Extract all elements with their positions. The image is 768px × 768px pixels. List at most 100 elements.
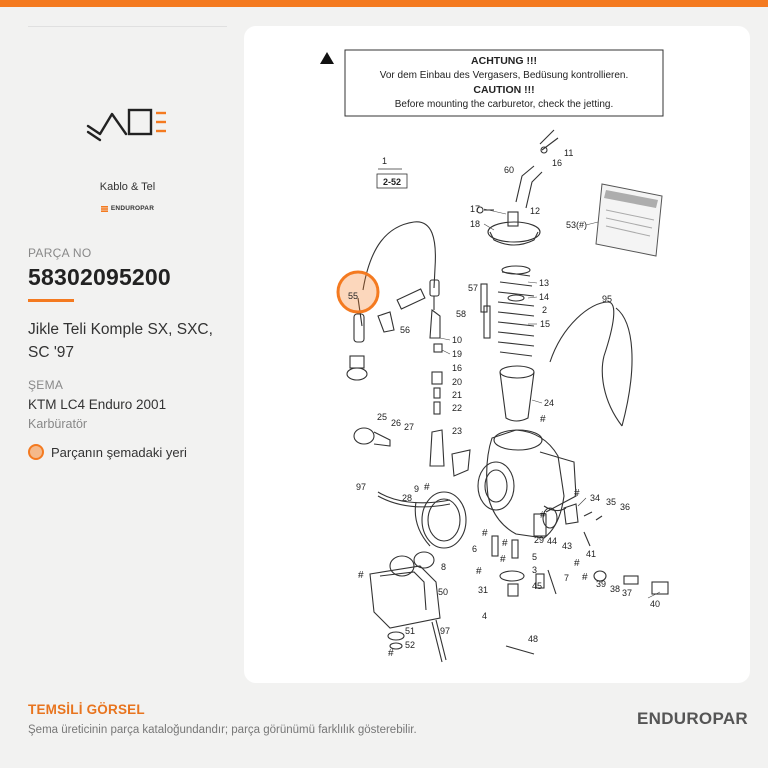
footer-note: Şema üreticinin parça kataloğundandır; p… — [28, 724, 417, 736]
callout: 37 — [622, 588, 632, 598]
highlight-marker-icon — [28, 444, 44, 460]
callout: 8 — [441, 562, 446, 572]
callout: 58 — [456, 309, 466, 319]
warning-en-text: Before mounting the carburetor, check th… — [395, 99, 613, 110]
callout: 36 — [620, 502, 630, 512]
footer-title: TEMSİLİ GÖRSEL — [28, 702, 145, 717]
callout-hash: # — [358, 570, 364, 581]
callout: 6 — [472, 544, 477, 554]
callout: 15 — [540, 319, 550, 329]
callout: 27 — [404, 422, 414, 432]
callout: 29 — [534, 535, 544, 545]
callout: 4 — [482, 611, 487, 621]
callout: 57 — [468, 283, 478, 293]
callout: 51 — [405, 626, 415, 636]
callout: 34 — [590, 493, 600, 503]
jetting-kit-card — [595, 183, 663, 257]
footer-brand: ENDUROPAR — [636, 709, 748, 728]
callout: 40 — [650, 599, 660, 609]
brand-sub-text: ENDUROPAR — [110, 205, 155, 212]
callout: 5 — [532, 552, 537, 562]
callout: 21 — [452, 390, 462, 400]
schema-label: ŞEMA — [28, 378, 64, 392]
warning-triangle-icon — [320, 52, 334, 64]
callout-hash: # — [574, 558, 580, 569]
callout: 18 — [470, 219, 480, 229]
callout: 56 — [400, 325, 410, 335]
callout-hash: # — [540, 510, 546, 521]
callout: 35 — [606, 497, 616, 507]
highlighted-part-label: 55 — [348, 291, 358, 301]
enduropar-mark-icon — [100, 205, 108, 212]
callout: 17 — [470, 204, 480, 214]
legend-text: Parçanın şemadaki yeri — [51, 444, 187, 460]
brand-sub-logo: ENDUROPAR — [28, 205, 227, 212]
carburetor-exploded-diagram: ACHTUNG !!! Vor dem Einbau des Vergasers… — [320, 49, 669, 663]
legend: Parçanın şemadaki yeri — [28, 444, 187, 460]
callout: 44 — [547, 536, 557, 546]
callout: 2 — [542, 305, 547, 315]
warning-de-text: Vor dem Einbau des Vergasers, Bedüsung k… — [380, 70, 629, 81]
callout: 43 — [562, 541, 572, 551]
top-accent-bar — [0, 0, 768, 7]
sidebar-divider — [28, 26, 227, 27]
callout: 39 — [596, 579, 606, 589]
callout-hash: # — [476, 566, 482, 577]
diagram-panel: ACHTUNG !!! Vor dem Einbau des Vergasers… — [244, 26, 750, 683]
part-number: 58302095200 — [28, 264, 171, 290]
warning-de-title: ACHTUNG !!! — [471, 55, 537, 67]
brand-category-name: Kablo & Tel — [99, 181, 156, 193]
schema-group: Karbüratör — [28, 417, 88, 431]
callout: 97 — [440, 626, 450, 636]
callout-hash: # — [582, 572, 588, 583]
callout: 53(#) — [566, 220, 587, 230]
cable-logo-icon — [86, 108, 166, 142]
callout: 10 — [452, 335, 462, 345]
callout: 14 — [539, 292, 549, 302]
assembly-ref-number: 1 — [382, 156, 387, 166]
callout-hash: # — [388, 648, 394, 659]
callout: 25 — [377, 412, 387, 422]
callout: 97 — [356, 482, 366, 492]
highlighted-part-marker: 55 — [336, 270, 380, 314]
callout: 52 — [405, 640, 415, 650]
callout: 20 — [452, 377, 462, 387]
callout: 48 — [528, 634, 538, 644]
callout: 60 — [504, 165, 514, 175]
callout-labels: 60 11 16 17 12 18 53(#) 13 14 2 15 57 58… — [356, 148, 660, 659]
callout: 50 — [438, 587, 448, 597]
callout: 11 — [564, 148, 573, 158]
warning-en-title: CAUTION !!! — [473, 84, 534, 96]
callout: 31 — [478, 585, 488, 595]
callout-hash: # — [574, 488, 580, 499]
assembly-ref-range: 2-52 — [383, 177, 401, 187]
callout: 23 — [452, 426, 462, 436]
callout: 22 — [452, 403, 462, 413]
callout: 12 — [530, 206, 540, 216]
callout: 41 — [586, 549, 596, 559]
part-number-label: PARÇA NO — [28, 246, 92, 260]
assembly-reference: 1 2-52 — [376, 156, 408, 189]
callout: 38 — [610, 584, 620, 594]
callout: 16 — [452, 363, 462, 373]
callout: 19 — [452, 349, 462, 359]
callout: 13 — [539, 278, 549, 288]
callout: 3 — [532, 565, 537, 575]
schema-model: KTM LC4 Enduro 2001 — [28, 397, 167, 412]
part-number-underline — [28, 299, 74, 302]
callout: 9 — [414, 484, 419, 494]
part-name: Jikle Teli Komple SX, SXC, SC '97 — [28, 321, 213, 361]
callout-hash: # — [502, 538, 508, 549]
leader-lines — [439, 208, 661, 599]
callout: 24 — [544, 398, 554, 408]
callout: 26 — [391, 418, 401, 428]
callout-hash: # — [482, 528, 488, 539]
warning-box: ACHTUNG !!! Vor dem Einbau des Vergasers… — [320, 49, 664, 117]
callout: 45 — [532, 581, 542, 591]
callout: 7 — [564, 573, 569, 583]
callout: 16 — [552, 158, 562, 168]
callout-hash: # — [500, 554, 506, 565]
callout-hash: # — [424, 482, 430, 493]
diagram-linework — [346, 129, 669, 663]
callout: 28 — [402, 493, 412, 503]
